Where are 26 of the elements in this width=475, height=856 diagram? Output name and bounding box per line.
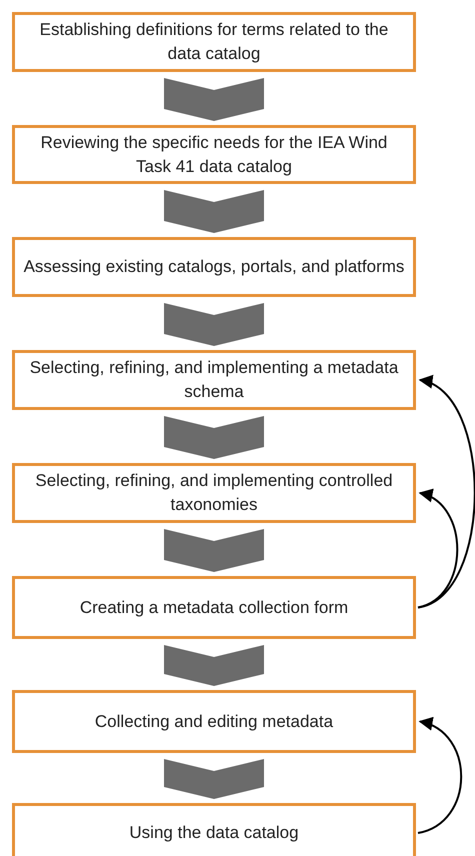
- step-text: Selecting, refining, and implementing a metadata schema: [28, 357, 400, 403]
- step-text: Reviewing the specific needs for the IEA Wind Task 41 data catalog: [40, 132, 388, 178]
- process-box: [12, 463, 416, 523]
- chevron-arrow: [164, 78, 264, 121]
- process-box: [12, 350, 416, 410]
- process-box: [12, 237, 416, 297]
- chevron-arrow: [164, 303, 264, 346]
- chevron-arrow: [164, 645, 264, 686]
- curved-arrow: [418, 378, 475, 608]
- process-box: [12, 690, 416, 753]
- step-text: Collecting and editing metadata: [94, 710, 334, 732]
- step-text: Assessing existing catalogs, portals, and platforms: [24, 256, 404, 278]
- chevron-arrow: [164, 190, 264, 233]
- process-box: [12, 12, 416, 72]
- process-box: [12, 576, 416, 639]
- process-box: [12, 125, 416, 184]
- chevron-arrow: [164, 416, 264, 459]
- curved-arrow: [418, 718, 462, 834]
- step-text: Establishing definitions for terms related to the data catalog: [38, 19, 390, 65]
- process-box: [12, 803, 416, 856]
- curved-arrow: [418, 490, 458, 608]
- chevron-arrow: [164, 759, 264, 799]
- step-text: Creating a metadata collection form: [80, 596, 348, 618]
- chevron-arrow: [164, 529, 264, 572]
- step-text: Selecting, refining, and implementing controlled taxonomies: [34, 470, 394, 516]
- step-text: Using the data catalog: [129, 822, 299, 844]
